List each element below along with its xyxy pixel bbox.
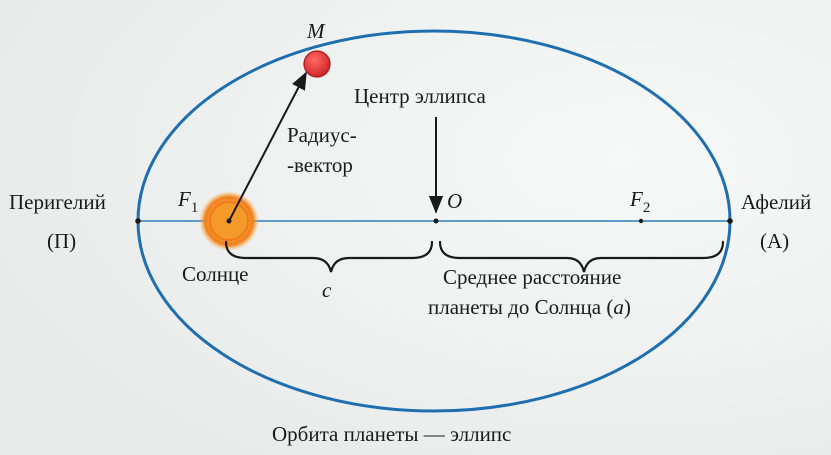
aphelion-point (727, 218, 733, 224)
mean-distance-label-2: планеты до Солнца (a) (428, 295, 631, 319)
sun-label: Солнце (182, 262, 249, 286)
sun-center-dot (226, 218, 232, 224)
perihelion-point (135, 218, 141, 224)
caption: Орбита планеты — эллипс (272, 422, 511, 446)
center-point-label: O (447, 189, 462, 213)
brace-a (438, 240, 725, 273)
point-m-label: M (306, 19, 326, 43)
mean-distance-label-1: Среднее расстояние (443, 265, 621, 289)
radius-vector-label-2: -вектор (287, 153, 353, 177)
focus2-label: F2 (629, 187, 650, 216)
focus1-label: F1 (177, 187, 198, 216)
radius-vector-arrow (228, 71, 307, 222)
perihelion-label: Перигелий (9, 190, 106, 214)
perihelion-short-label: (П) (47, 229, 76, 253)
aphelion-short-label: (А) (760, 229, 789, 253)
brace-c (224, 240, 434, 273)
distance-c-label: c (322, 278, 332, 302)
center-point-dot (433, 218, 439, 224)
center-title: Центр эллипса (354, 84, 487, 108)
focus2-point (638, 218, 644, 224)
aphelion-label: Афелий (741, 190, 811, 214)
radius-vector-label-1: Радиус- (287, 123, 357, 147)
planet-icon (303, 50, 331, 78)
